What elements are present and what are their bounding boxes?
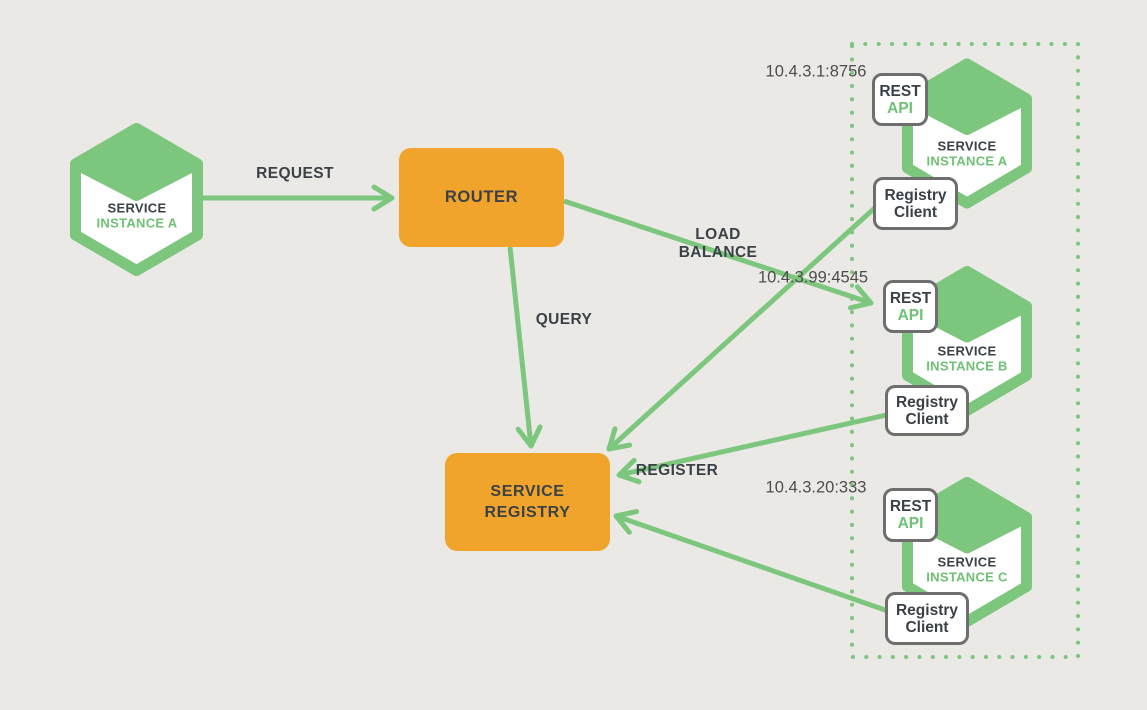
instance-a-registry-client-box: Registry Client	[873, 177, 958, 230]
instance-c-service-text: SERVICE	[937, 554, 997, 570]
register-arrow-instance-b	[616, 404, 923, 485]
instance-a-rest-api-box: REST API	[872, 73, 928, 126]
instance-a-api-text: API	[887, 99, 913, 117]
instance-a-label: SERVICE INSTANCE A	[926, 138, 1008, 169]
instance-b-ip-address: 10.4.3.99:4545	[757, 268, 869, 287]
request-edge-label: REQUEST	[256, 165, 334, 182]
load-balance-line1: LOAD	[695, 226, 741, 243]
instance-c-rest-text: REST	[889, 498, 932, 515]
instance-a-name-text: INSTANCE A	[926, 153, 1008, 168]
client-instance-hexagon-icon	[70, 123, 203, 276]
client-instance-name-text: INSTANCE A	[96, 215, 178, 230]
instances-group-dotted-border	[850, 42, 1080, 659]
instance-b-api-text: API	[897, 306, 924, 324]
register-arrow-instance-c	[613, 509, 926, 627]
client-instance-label: SERVICE INSTANCE A	[96, 200, 178, 231]
router-label: ROUTER	[444, 188, 519, 206]
load-balance-line2: BALANCE	[678, 244, 758, 261]
load-balance-edge-label: LOAD BALANCE	[679, 226, 758, 262]
instance-c-ip-address: 10.4.3.20:333	[765, 478, 867, 497]
instance-b-label: SERVICE INSTANCE B	[926, 343, 1008, 374]
instance-a-client-text: Client	[893, 203, 938, 221]
service-registry-label-line1: SERVICE	[490, 483, 565, 500]
instance-c-registry-text: Registry	[895, 601, 959, 619]
instance-c-registry-client-box: Registry Client	[885, 592, 969, 645]
client-instance-service-text: SERVICE	[107, 200, 167, 216]
instance-b-service-text: SERVICE	[937, 343, 997, 359]
query-arrow	[507, 246, 543, 449]
instance-a-rest-text: REST	[879, 82, 921, 100]
instance-a-ip-address: 10.4.3.1:8756	[765, 62, 867, 81]
instance-b-client-text: Client	[905, 410, 949, 428]
service-registry-node: SERVICE REGISTRY	[445, 453, 610, 551]
instance-b-registry-text: Registry	[895, 393, 959, 411]
query-edge-label: QUERY	[535, 311, 593, 328]
instance-b-rest-text: REST	[889, 289, 932, 307]
instance-a-service-text: SERVICE	[937, 138, 997, 154]
instance-b-rest-api-box: REST API	[883, 280, 938, 333]
router-node: ROUTER	[399, 148, 564, 247]
instance-b-name-text: INSTANCE B	[926, 358, 1008, 373]
instance-c-api-text: API	[897, 515, 924, 532]
instance-c-client-text: Client	[905, 618, 949, 636]
instance-c-name-text: INSTANCE C	[926, 569, 1008, 584]
service-registry-label-line2: REGISTRY	[484, 504, 571, 521]
register-edge-label: REGISTER	[635, 462, 719, 479]
register-arrow-instance-a	[606, 183, 902, 452]
instance-b-registry-client-box: Registry Client	[885, 385, 969, 436]
instance-c-rest-api-box: REST API	[883, 488, 938, 542]
instance-c-label: SERVICE INSTANCE C	[926, 554, 1008, 585]
instance-a-registry-text: Registry	[884, 186, 947, 204]
load-balance-arrow	[563, 198, 874, 311]
